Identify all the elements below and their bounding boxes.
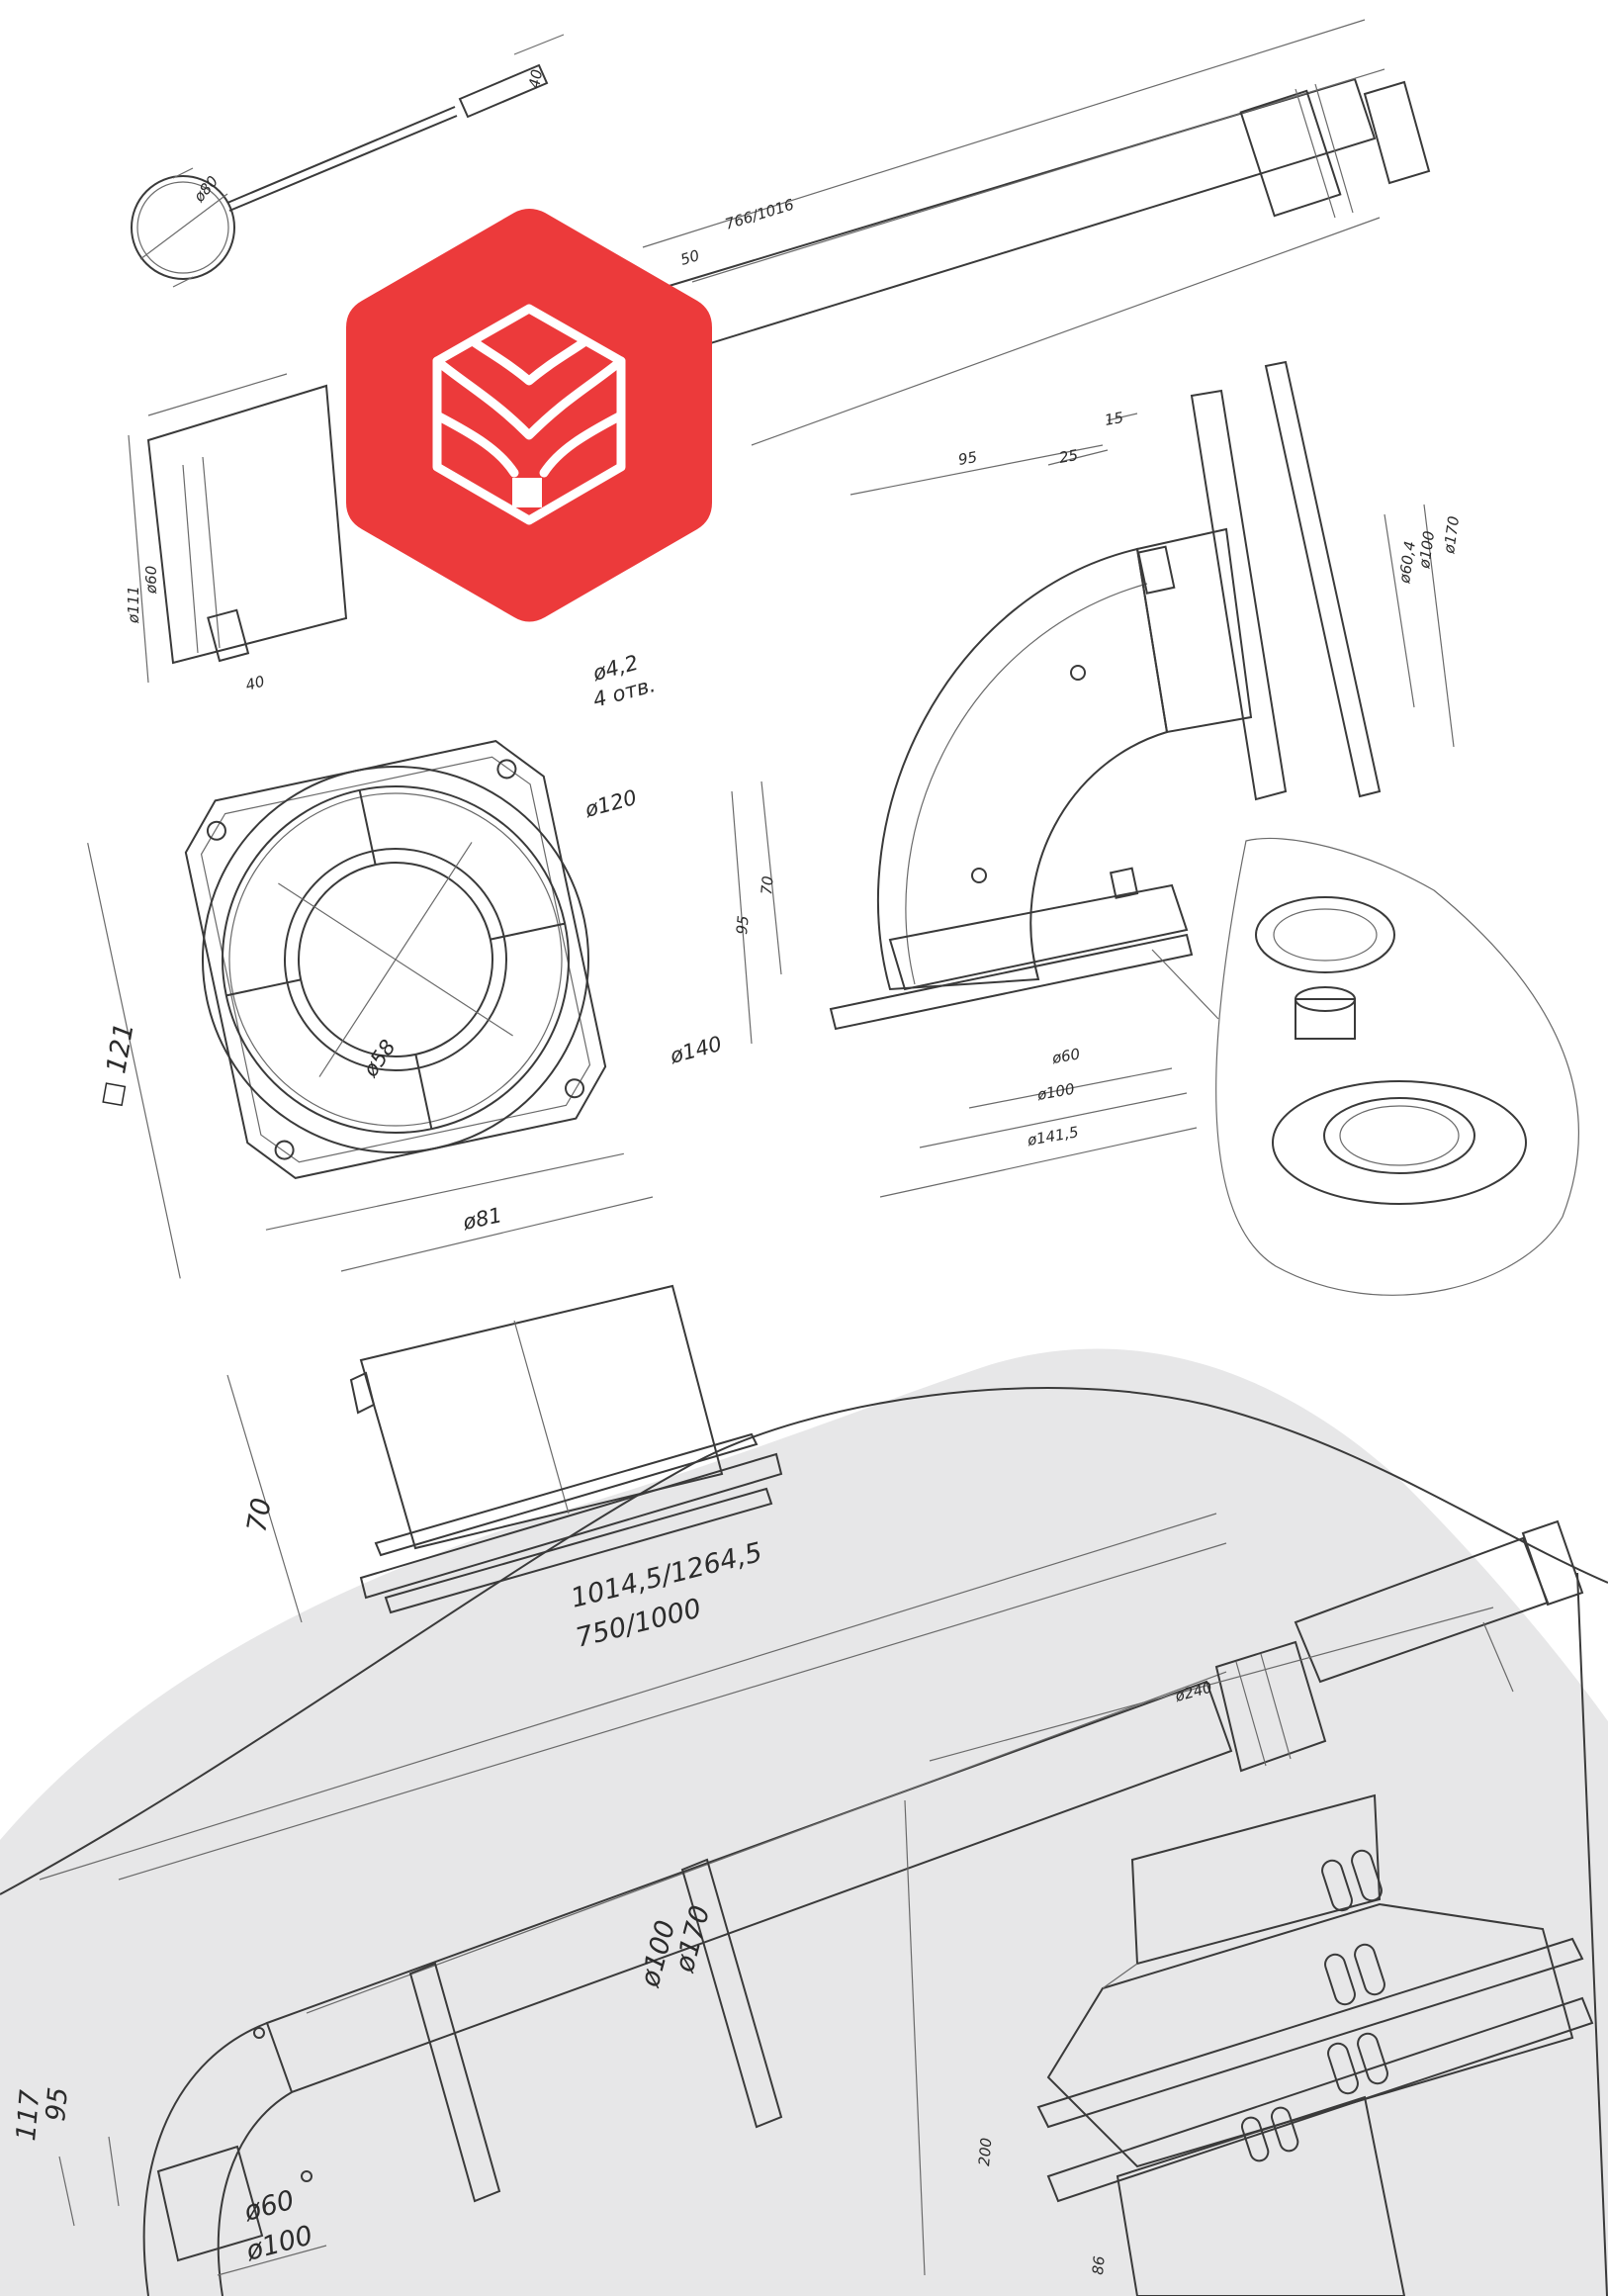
top-pipe-drawing: 766/1016 50 <box>631 19 1431 446</box>
side-dim-d2: ø60 <box>142 566 160 595</box>
separator-curve <box>0 1387 1608 1895</box>
terminal-d200: 200 <box>975 2137 995 2166</box>
frame-edge-line <box>1576 1572 1608 2296</box>
elbow-dim-d141: ø141,5 <box>1026 1123 1080 1149</box>
side-piece-drawing: ø111 ø60 40 <box>125 373 348 694</box>
elbow-dim-d100r: ø100 <box>1415 530 1438 571</box>
side-dim-w: 40 <box>243 673 266 694</box>
elbow-dim-95-top: 95 <box>957 448 979 469</box>
elbow-dim-d60-4: ø60,4 <box>1395 540 1419 586</box>
top-pipe-dim-short: 50 <box>678 246 702 269</box>
flange-d81: ø81 <box>460 1203 504 1235</box>
side-dim-d1: ø111 <box>125 586 142 624</box>
top-pipe-dim-length: 766/1016 <box>723 196 796 233</box>
flange-d120: ø120 <box>581 785 639 822</box>
background-swoosh <box>0 1348 1608 2296</box>
elbow-dim-95-side: 95 <box>733 915 753 936</box>
logo-hexagon <box>346 209 712 622</box>
logo-cube-icon <box>432 304 626 525</box>
elbow-dim-d60: ø60 <box>1050 1045 1082 1067</box>
flange-square: □ 121 <box>95 1020 139 1109</box>
kit-d95: 95 <box>41 2086 74 2123</box>
elbow-dim-70: 70 <box>758 875 777 896</box>
logo-door-square <box>512 478 542 507</box>
kit-d117: 117 <box>11 2089 45 2143</box>
clamp-dim-top: 40 <box>525 68 546 90</box>
flange-dimension-labels: ø4,2 4 отв. ø120 ø140 ø58 ø81 □ 121 <box>95 651 724 1235</box>
elbow-dim-25: 25 <box>1058 446 1080 467</box>
detail-bubble <box>1151 837 1579 1296</box>
adapter-dim-70: 70 <box>241 1496 277 1534</box>
adapter-drawing: 70 <box>226 1196 783 1623</box>
elbow-dim-d170r: ø170 <box>1440 515 1463 556</box>
flange-plan-drawing <box>87 740 624 1279</box>
hexagon-house-logo <box>346 209 712 622</box>
flange-d58: ø58 <box>358 1036 401 1082</box>
elbow-dim-15: 15 <box>1104 409 1125 429</box>
elbow-drawing: 15 25 95 95 70 ø60 ø100 ø141,5 ø60,4 ø10… <box>731 360 1463 1198</box>
terminal-d86: 86 <box>1089 2255 1109 2276</box>
elbow-dim-d100: ø100 <box>1035 1080 1076 1104</box>
flange-d140: ø140 <box>667 1032 724 1068</box>
